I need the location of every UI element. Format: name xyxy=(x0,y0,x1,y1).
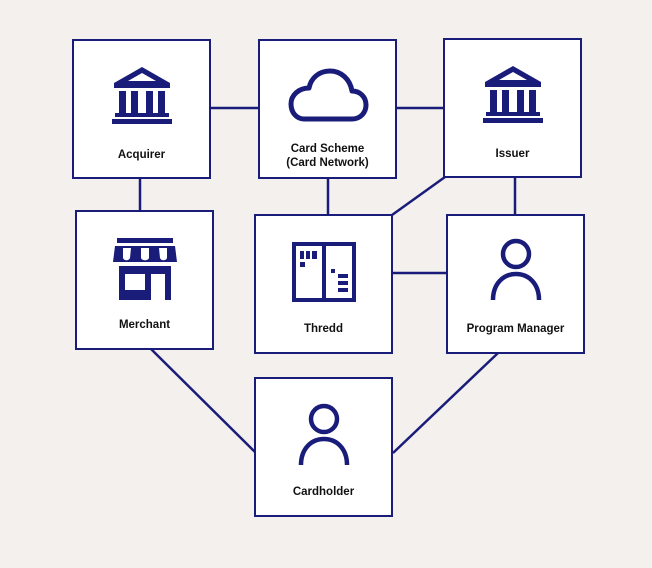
card-scheme-label-line1: Card Scheme xyxy=(290,143,365,155)
merchant-label: Merchant xyxy=(118,319,171,331)
program-manager-node: Program Manager xyxy=(446,214,585,354)
issuer-node: Issuer xyxy=(443,38,582,178)
issuer-label: Issuer xyxy=(495,148,530,160)
person-icon xyxy=(448,236,583,304)
bank-icon xyxy=(445,62,580,126)
acquirer-node: Acquirer xyxy=(72,39,211,179)
bank-icon xyxy=(74,63,209,127)
connector-issuer-thredd xyxy=(391,175,446,217)
card-scheme-label-line2: (Card Network) xyxy=(286,157,369,169)
person-icon xyxy=(256,401,391,469)
connector-program-manager-cardholder xyxy=(392,352,499,454)
merchant-node: Merchant xyxy=(75,210,214,350)
cloud-icon xyxy=(260,63,395,127)
connector-merchant-cardholder xyxy=(150,348,257,454)
acquirer-label: Acquirer xyxy=(117,149,166,161)
program-manager-label: Program Manager xyxy=(466,323,565,335)
cardholder-label: Cardholder xyxy=(292,486,355,498)
storefront-icon xyxy=(77,236,212,304)
thredd-node: Thredd xyxy=(254,214,393,354)
server-icon xyxy=(256,241,391,303)
cardholder-node: Cardholder xyxy=(254,377,393,517)
card-scheme-node: Card Scheme (Card Network) xyxy=(258,39,397,179)
thredd-label: Thredd xyxy=(304,323,343,335)
